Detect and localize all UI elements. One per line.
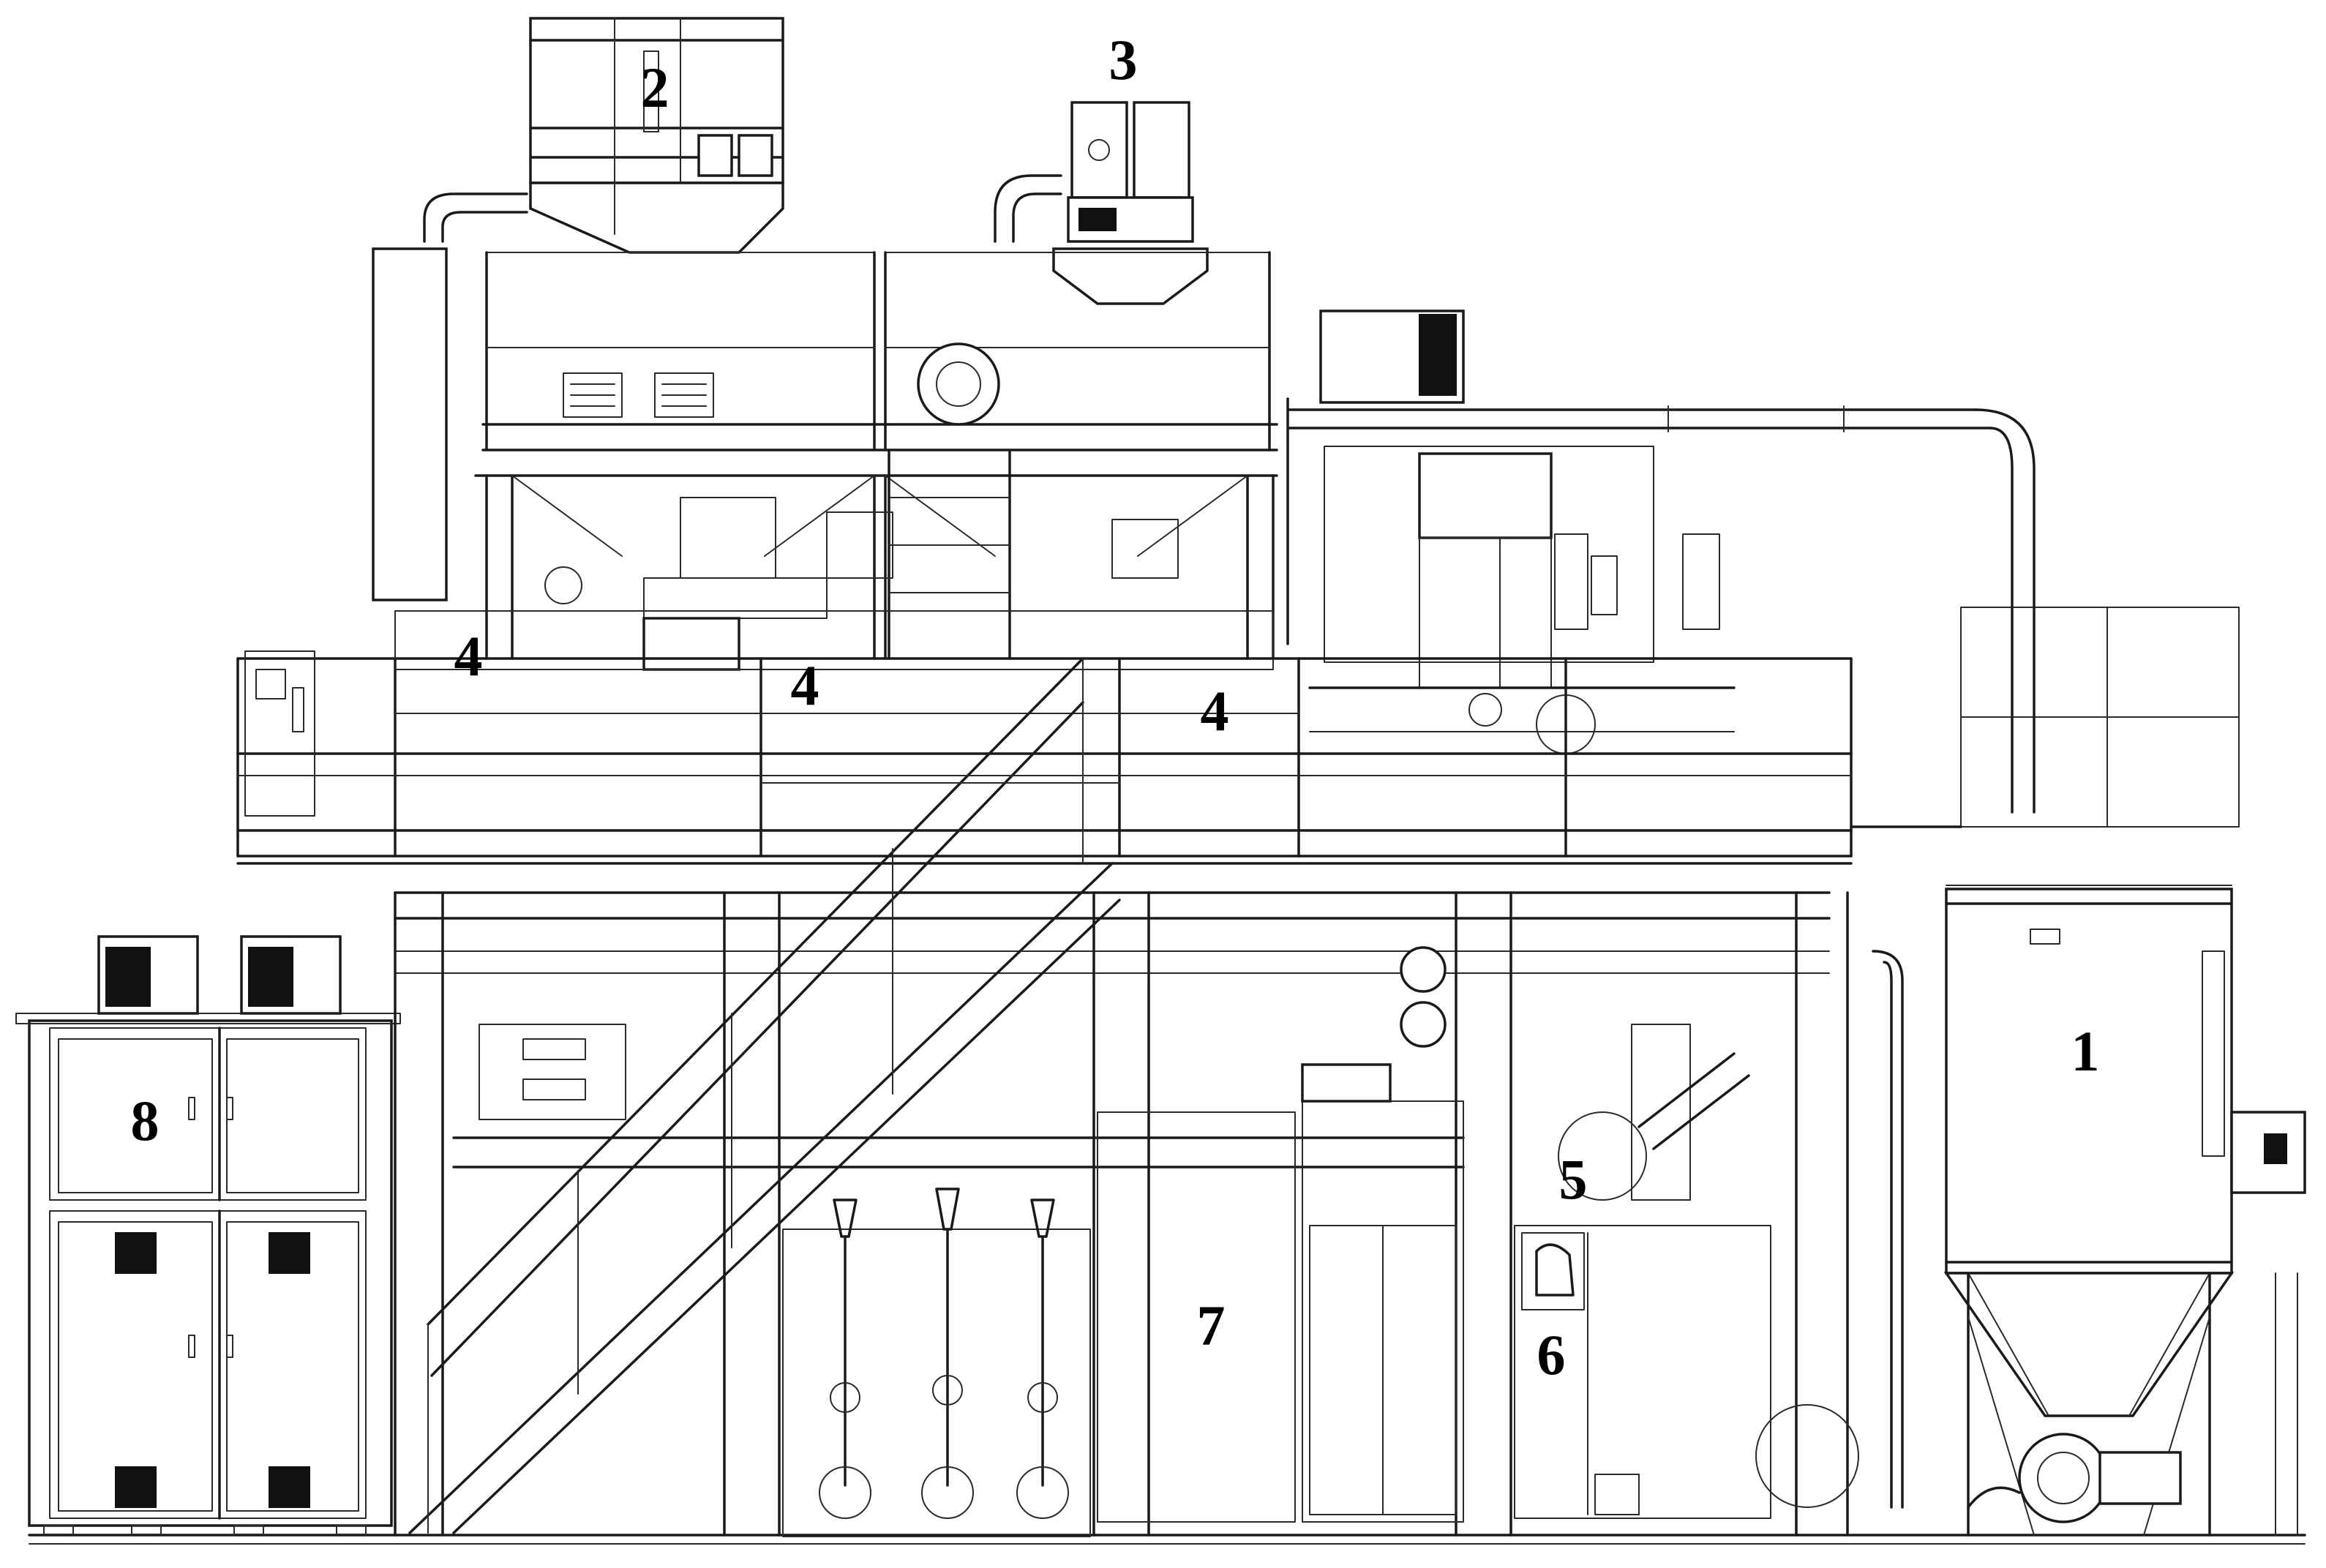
small-hopper-group [1052,101,1209,305]
callout-4b: 4 [791,653,819,717]
callout-4c: 4 [1201,679,1229,743]
lower-equipment [479,946,1904,1537]
extruder-machinery [544,446,1736,754]
staircase [408,657,1121,1534]
handrails [237,610,1852,784]
vent-grille-icon [115,1232,157,1274]
fan-grille-icon [248,947,293,1007]
hopper-group [529,17,784,254]
support-columns [394,891,1849,1537]
vent-grille-icon [269,1232,310,1274]
vent-grille-icon [269,1466,310,1508]
callout-8: 8 [131,1089,160,1152]
ground-line [28,1534,2306,1545]
callout-7: 7 [1197,1294,1226,1357]
electrical-cabinet [15,935,401,1535]
upper-platform [474,251,1465,660]
filter-unit [1850,607,2306,1537]
fan-grille-icon [105,947,151,1007]
duct-line [372,174,2036,814]
callout-2: 2 [641,56,669,119]
callout-6: 6 [1537,1323,1566,1387]
callout-5: 5 [1559,1147,1588,1211]
main-platform [236,610,1853,1169]
callout-1: 1 [2071,1019,2100,1083]
vent-grille-icon [115,1466,157,1508]
callout-3: 3 [1109,28,1138,91]
callout-4a: 4 [454,624,483,688]
